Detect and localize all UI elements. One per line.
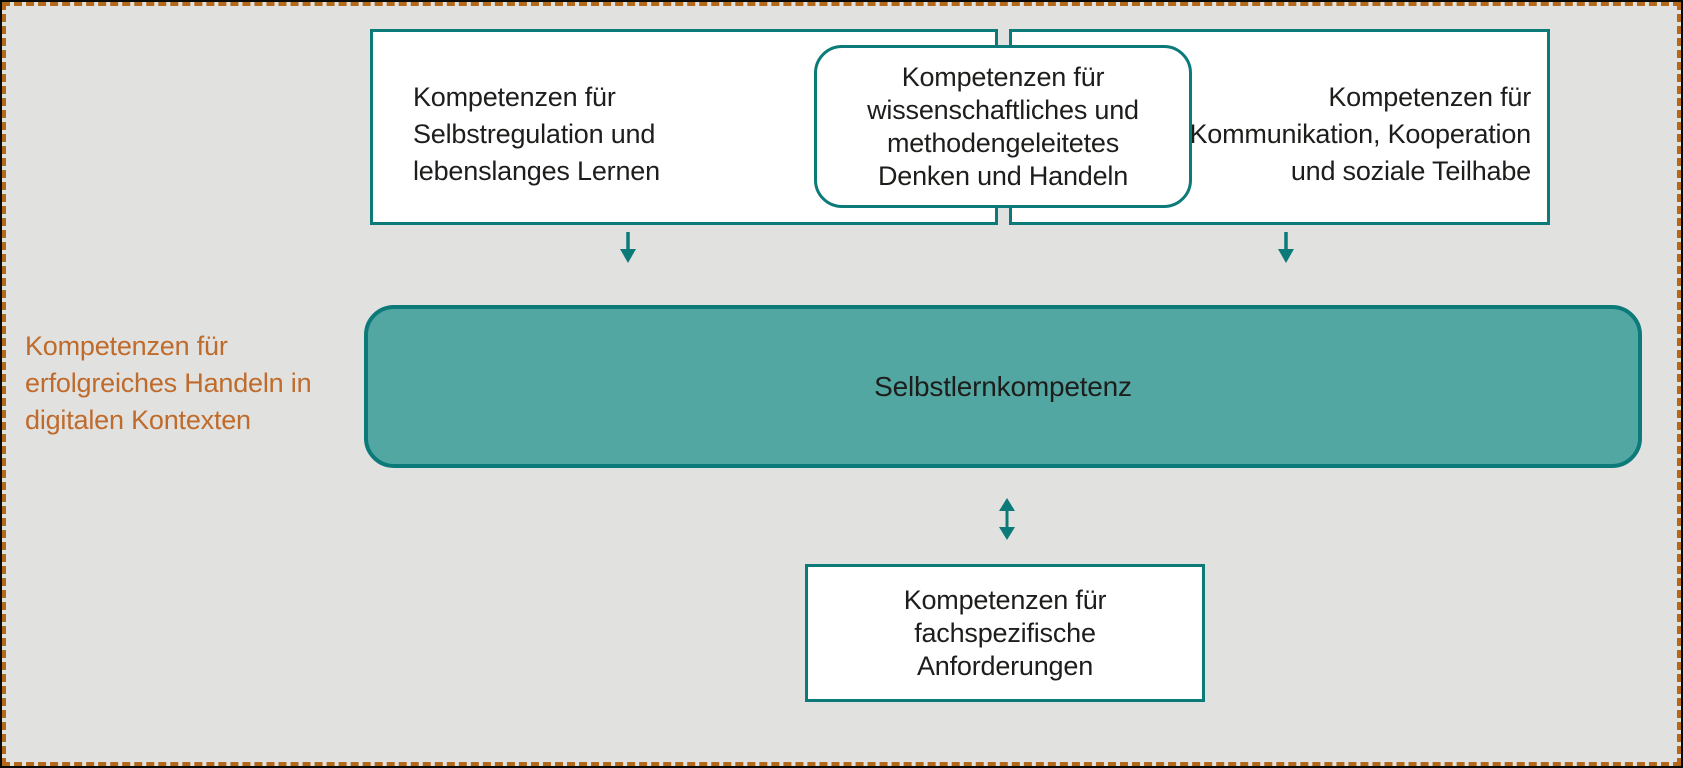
box-text-line: Kompetenzen für (903, 584, 1107, 615)
box-text-line: fachspezifische (914, 617, 1096, 648)
down-arrow-icon (617, 232, 639, 264)
side-caption-line: in digitalen Kontexten (25, 368, 312, 435)
box-text-line: Selbstlernkompetenz (874, 371, 1132, 402)
box-text-line: Kompetenzen für (1328, 81, 1531, 112)
box-text-line: Kompetenzen für (901, 61, 1105, 92)
side-caption-line: erfolgreiches Handeln (25, 368, 284, 398)
box-text-line: lebenslanges Lernen (413, 155, 660, 186)
box-text-line: und soziale Teilhabe (1290, 155, 1531, 186)
down-arrow-icon (1275, 232, 1297, 264)
side-caption-line: Kompetenzen für (25, 331, 228, 361)
box-text-line: Anforderungen (916, 650, 1094, 681)
box-text-line: Denken und Handeln (877, 160, 1129, 191)
box-scientific-methodical: Kompetenzen für wissenschaftliches und m… (814, 45, 1192, 208)
box-text-line: Kommunikation, Kooperation (1189, 118, 1531, 149)
box-text-line: wissenschaftliches und (867, 94, 1139, 125)
box-text-line: Kompetenzen für (413, 81, 616, 112)
box-subject-specific: Kompetenzen für fachspezifische Anforder… (805, 564, 1205, 702)
box-text-line: methodengeleitetes (886, 127, 1120, 158)
up-down-arrow-icon (996, 498, 1018, 540)
side-caption-digital-contexts: Kompetenzen für erfolgreiches Handeln in… (25, 328, 370, 439)
box-self-learning-competence: Selbstlernkompetenz (364, 305, 1642, 468)
box-text-line: Selbstregulation und (413, 118, 656, 149)
